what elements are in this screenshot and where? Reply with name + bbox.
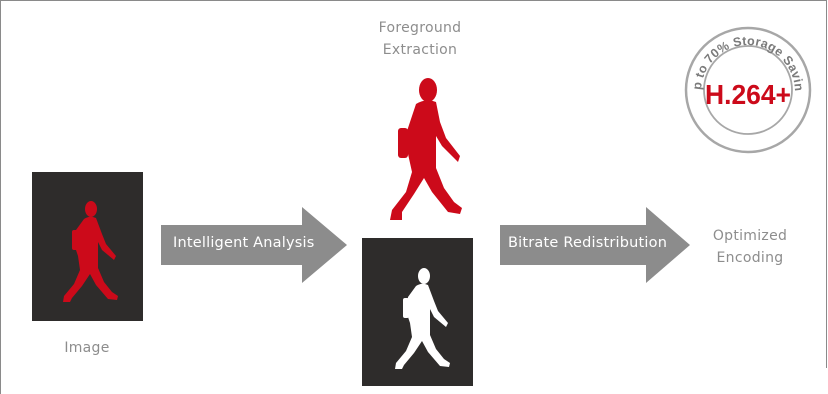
foreground-mask-panel [362,238,473,386]
walking-man-white-icon [395,268,450,369]
optimized-encoding-label: Optimized Encoding [712,228,788,266]
source-image-panel [32,172,143,321]
frame-top-border [0,0,827,1]
bitrate-redistribution-label: Bitrate Redistribution [508,235,668,251]
badge-codec-text: H.264+ [705,79,791,110]
foreground-extraction-label: Foreground Extraction [378,20,462,58]
badge-inner-ring [703,45,793,135]
bitrate-redistribution-arrow: Bitrate Redistribution [500,207,690,283]
intelligent-analysis-arrow: Intelligent Analysis [161,207,347,283]
frame-left-border [0,0,1,394]
intelligent-analysis-label: Intelligent Analysis [173,235,315,251]
walking-man-red-icon [390,78,462,220]
walking-man-red-icon [63,201,118,302]
image-label: Image [64,340,110,356]
frame-right-border [826,0,827,368]
storage-saving-badge: Up to 70% Storage Saving H.264+ [678,18,818,158]
